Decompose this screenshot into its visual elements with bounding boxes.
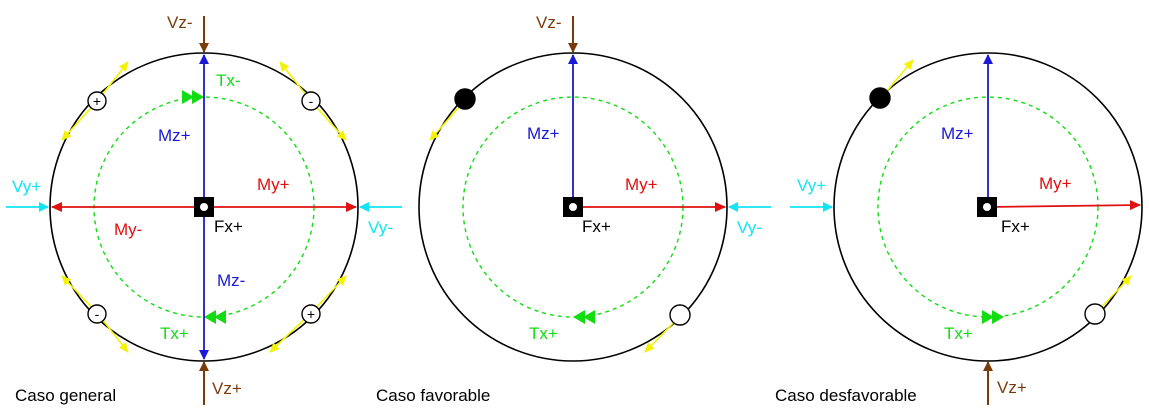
- caption-caso-favorable: Caso favorable: [376, 386, 490, 405]
- label-vy-right: Vy-: [737, 218, 762, 237]
- torsion-arrowhead-top-1: [192, 90, 204, 104]
- torsion-arrowhead-bottom-2: [214, 310, 226, 324]
- bolt-lower-right: [301, 304, 321, 324]
- panel-caso-general: + - - + Vz- Tx- Mz+ Vy+ My+ My- Fx+ Vy- …: [6, 13, 402, 405]
- label-tx-top: Tx-: [216, 71, 241, 90]
- bolt-upper-left: [87, 91, 107, 111]
- torsion-arrowhead-bottom-1: [992, 310, 1004, 324]
- caption-caso-general: Caso general: [15, 386, 116, 405]
- torsion-arrowhead-bottom-1: [204, 310, 216, 324]
- label-vz-top: Vz-: [536, 13, 562, 32]
- panel-caso-desfavorable: Mz+ Vy+ My+ Fx+ Tx+ Vz+ Caso desfavorabl…: [775, 52, 1143, 405]
- bolt-sign: +: [93, 93, 101, 109]
- fx-dot: [569, 203, 577, 211]
- bolt-lower-right: [669, 304, 691, 326]
- flange-circle: [418, 52, 728, 362]
- bolt-sign: -: [95, 306, 100, 322]
- label-vz-bottom: Vz+: [212, 379, 242, 398]
- label-mz-top: Mz+: [527, 124, 560, 143]
- label-my-left: My-: [114, 220, 142, 239]
- fx-dot: [983, 203, 991, 211]
- bolt-lower-right: [1084, 303, 1106, 325]
- bolt-sign: -: [309, 93, 314, 109]
- bolt-upper-right: [301, 91, 321, 111]
- label-tx-bottom: Tx+: [529, 324, 558, 343]
- fx-dot: [200, 203, 208, 211]
- label-fx: Fx+: [582, 217, 611, 236]
- bolt-upper-left: [869, 87, 891, 109]
- label-fx: Fx+: [1001, 217, 1030, 236]
- label-vy-left: Vy+: [797, 176, 826, 195]
- label-mz-top: Mz+: [941, 124, 974, 143]
- torsion-arrowhead-bottom-2: [982, 310, 994, 324]
- my-right-arrow: [987, 200, 1141, 211]
- label-mz-bottom: Mz-: [217, 271, 245, 290]
- label-mz-top: Mz+: [158, 126, 191, 145]
- label-vy-left: Vy+: [12, 177, 41, 196]
- label-vz-bottom: Vz+: [997, 378, 1027, 397]
- bolt-arrow: [269, 313, 311, 353]
- bolt-lower-left: [87, 304, 107, 324]
- torsion-arrowhead-bottom-1: [573, 310, 585, 324]
- label-fx: Fx+: [214, 217, 243, 236]
- label-my-right: My+: [1039, 174, 1072, 193]
- label-my-right: My+: [625, 175, 658, 194]
- label-my-right: My+: [257, 175, 290, 194]
- torsion-arrowhead-top-2: [182, 90, 194, 104]
- label-vy-right: Vy-: [368, 218, 393, 237]
- torsion-dashed-circle: [877, 96, 1099, 318]
- label-tx-bottom: Tx+: [160, 324, 189, 343]
- bolt-upper-left: [454, 88, 476, 110]
- bolt-sign: +: [307, 306, 315, 322]
- label-tx-bottom: Tx+: [944, 324, 973, 343]
- torsion-arrowhead-bottom-2: [583, 310, 595, 324]
- caption-caso-desfavorable: Caso desfavorable: [775, 386, 917, 405]
- label-vz-top: Vz-: [167, 13, 193, 32]
- panel-caso-favorable: Vz- Mz+ My+ Fx+ Vy- Tx+ Caso favorable: [376, 13, 771, 405]
